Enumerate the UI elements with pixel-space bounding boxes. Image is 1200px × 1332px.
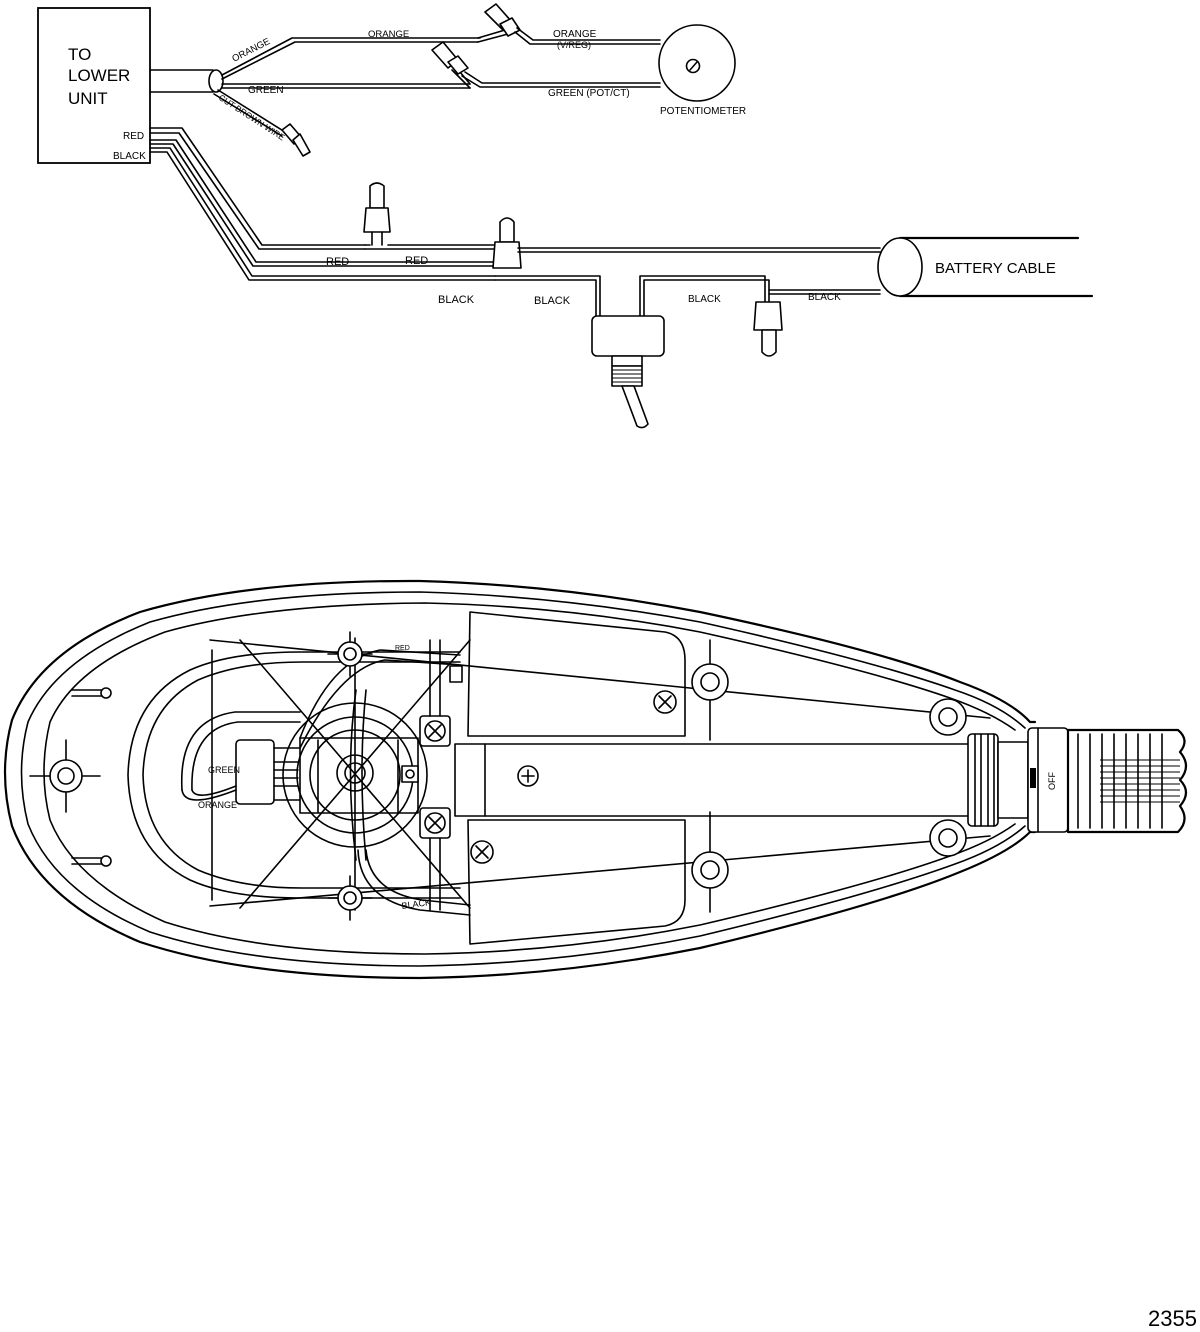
orange-top-label: ORANGE bbox=[368, 29, 409, 40]
head-green-label: GREEN bbox=[208, 765, 240, 775]
red-label-1: RED bbox=[326, 256, 349, 268]
steering-tube bbox=[454, 727, 1069, 833]
cut-brown-wire-label: CUT BROWN WIRE bbox=[217, 92, 287, 142]
green-connector bbox=[431, 41, 661, 89]
twist-grip bbox=[1066, 728, 1188, 834]
clamp-bracket bbox=[419, 639, 451, 911]
compartment-top bbox=[467, 611, 686, 737]
grommet-posts bbox=[29, 631, 967, 921]
head-red-label: RED bbox=[395, 645, 410, 652]
main-splice-connector bbox=[492, 217, 881, 269]
red-splice-connector bbox=[363, 182, 499, 250]
black-label-4: BLACK bbox=[808, 292, 841, 303]
black-from-switch bbox=[639, 275, 770, 317]
lower-unit-label-line3: UNIT bbox=[68, 89, 108, 108]
small-plug bbox=[449, 665, 463, 683]
head-black-label: BLACK bbox=[401, 897, 432, 911]
black-label-1: BLACK bbox=[438, 294, 475, 306]
inner-u-channel bbox=[127, 651, 461, 899]
red-wire-harness bbox=[299, 649, 461, 749]
red-label-2: RED bbox=[405, 255, 428, 267]
lower-unit-box bbox=[37, 7, 151, 164]
black-box-label: BLACK bbox=[113, 151, 146, 162]
black-wire-harness bbox=[357, 849, 471, 916]
housing-inner-ledge bbox=[43, 602, 1016, 955]
black-to-switch bbox=[494, 275, 601, 317]
black-lead-outer bbox=[149, 139, 496, 267]
housing-outer bbox=[3, 579, 1037, 980]
black-label-3: BLACK bbox=[688, 294, 721, 305]
tube-screw bbox=[517, 765, 539, 787]
battery-cable-label: BATTERY CABLE bbox=[935, 260, 1056, 277]
black-lead bbox=[149, 147, 496, 281]
potentiometer-assembly bbox=[180, 711, 301, 805]
cut-brown-wire bbox=[213, 89, 311, 157]
green-wire bbox=[221, 83, 471, 89]
head-off-label: OFF bbox=[1047, 772, 1057, 790]
orange-vreg-label-1: ORANGE bbox=[553, 29, 597, 40]
green-lead-label: GREEN bbox=[248, 85, 284, 96]
black-splice-connector bbox=[753, 289, 881, 357]
orange-connector bbox=[477, 3, 661, 45]
compartment-screw-top bbox=[653, 690, 677, 714]
head-orange-label: ORANGE bbox=[198, 800, 237, 810]
compartment-screw-bottom bbox=[470, 840, 494, 864]
red-lead bbox=[149, 127, 366, 250]
housing-inner-rim bbox=[20, 591, 1026, 967]
green-pot-label: GREEN (POT/CT) bbox=[548, 88, 630, 99]
lower-unit-cable bbox=[149, 69, 214, 93]
control-head: RED GREEN ORANGE BLACK OFF bbox=[3, 579, 1188, 980]
compartment-bottom bbox=[467, 819, 686, 945]
red-box-label: RED bbox=[123, 131, 144, 142]
black-label-2: BLACK bbox=[534, 295, 571, 307]
potentiometer-label: POTENTIOMETER bbox=[660, 106, 746, 117]
orange-wire bbox=[221, 37, 481, 80]
figure-number: 2355 bbox=[1148, 1306, 1197, 1331]
battery-cable bbox=[877, 236, 1094, 298]
lower-unit-label-line1: TO bbox=[68, 45, 91, 64]
lower-unit-label-line2: LOWER bbox=[68, 66, 130, 85]
cable-end bbox=[208, 69, 224, 93]
toggle-switch bbox=[591, 315, 665, 429]
orange-vreg-label-2: (V/REG) bbox=[557, 40, 591, 50]
keyhole-slots bbox=[71, 687, 112, 867]
wiring-schematic: TO LOWER UNIT bbox=[37, 3, 1094, 429]
potentiometer bbox=[658, 24, 736, 102]
